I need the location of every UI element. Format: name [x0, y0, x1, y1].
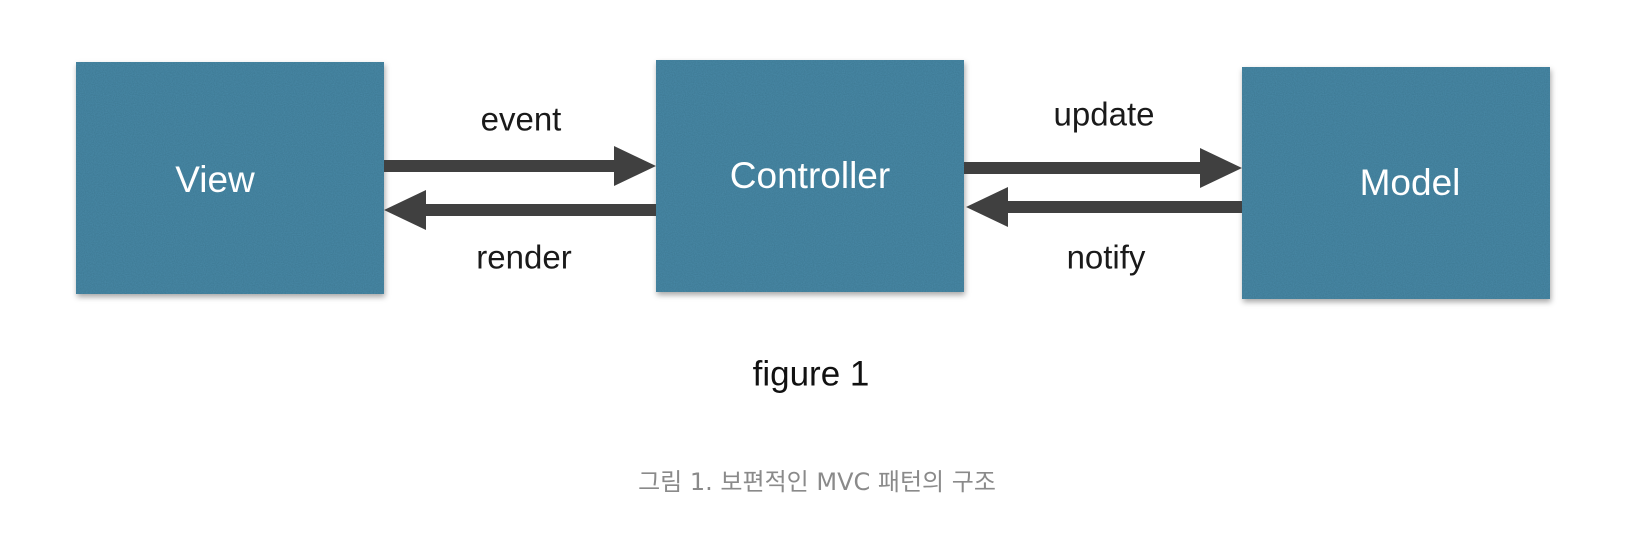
model-node — [1242, 67, 1550, 299]
view-node — [76, 62, 384, 294]
notify-arrow — [966, 187, 1242, 227]
render-arrow — [384, 190, 656, 230]
view-box — [76, 62, 384, 294]
event-arrow — [384, 146, 656, 186]
render-label: render — [476, 239, 571, 276]
view-label: View — [175, 159, 255, 200]
update-arrow — [964, 148, 1242, 188]
event-label: event — [481, 101, 562, 138]
controller-box — [656, 60, 964, 292]
controller-label: Controller — [730, 155, 890, 196]
model-box — [1242, 67, 1550, 299]
figure-caption: 그림 1. 보편적인 MVC 패턴의 구조 — [638, 468, 996, 496]
figure-label: figure 1 — [753, 354, 870, 393]
update-label: update — [1054, 96, 1155, 133]
controller-node — [656, 60, 964, 292]
model-label: Model — [1360, 162, 1461, 203]
notify-label: notify — [1067, 239, 1146, 276]
